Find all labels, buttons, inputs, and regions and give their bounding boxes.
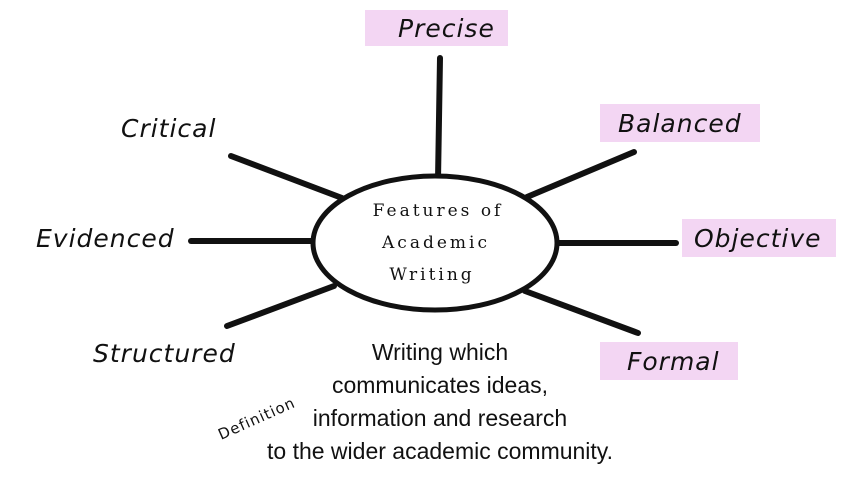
definition-line: to the wider academic community. <box>267 438 613 464</box>
feature-precise: Precise <box>398 14 495 43</box>
definition-text: Writing which communicates ideas, inform… <box>250 336 630 468</box>
feature-evidenced: Evidenced <box>36 224 175 253</box>
spoke-balanced <box>524 149 637 200</box>
highlight-objective <box>682 219 836 257</box>
center-ellipse <box>310 173 560 313</box>
definition-line: communicates ideas, <box>331 372 549 398</box>
feature-formal: Formal <box>627 347 720 376</box>
spoke-precise <box>435 55 443 183</box>
feature-critical: Critical <box>121 114 216 143</box>
center-title-line1: Features of <box>373 201 504 221</box>
highlight-formal <box>600 342 738 380</box>
highlight-balanced <box>600 104 760 142</box>
feature-balanced: Balanced <box>618 109 742 138</box>
spoke-formal <box>522 288 641 336</box>
spoke-critical <box>228 153 345 201</box>
feature-structured: Structured <box>93 339 236 368</box>
definition-line: information and research <box>312 405 568 431</box>
highlight-precise <box>365 10 508 46</box>
center-title-line2: Academic <box>381 233 490 253</box>
spoke-structured <box>224 283 337 329</box>
feature-objective: Objective <box>694 224 822 253</box>
center-title-line3: Writing <box>389 265 474 285</box>
definition-line: Writing which <box>371 339 509 365</box>
